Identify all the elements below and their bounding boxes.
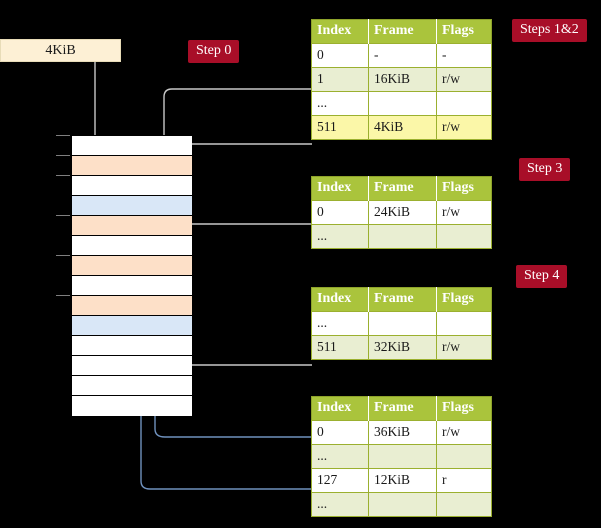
memory-row — [72, 236, 192, 256]
cell-frame: 24KiB — [368, 200, 437, 225]
cell-index: ... — [311, 224, 369, 249]
cell-flags: - — [436, 43, 492, 68]
memory-row — [72, 276, 192, 296]
table-row[interactable]: ... — [311, 492, 492, 517]
column-header-flags: Flags — [436, 396, 492, 421]
memory-row-tick — [56, 255, 70, 256]
cell-flags: r — [436, 468, 492, 493]
cell-flags — [436, 224, 492, 249]
cell-flags: r/w — [436, 200, 492, 225]
cell-index: 511 — [311, 115, 369, 140]
cell-index: 0 — [311, 420, 369, 445]
cell-index: 127 — [311, 468, 369, 493]
column-header-index: Index — [311, 176, 369, 201]
memory-row — [72, 316, 192, 336]
frame-box-label: 4KiB — [45, 42, 76, 58]
cell-flags — [436, 311, 492, 336]
cell-frame — [368, 311, 437, 336]
column-header-flags: Flags — [436, 176, 492, 201]
cell-frame: 36KiB — [368, 420, 437, 445]
column-header-flags: Flags — [436, 19, 492, 44]
column-header-frame: Frame — [368, 287, 437, 312]
column-header-index: Index — [311, 396, 369, 421]
memory-row — [72, 396, 192, 416]
badge-step-0: Step 0 — [188, 40, 240, 63]
table-row[interactable]: ... — [311, 311, 492, 336]
cell-flags — [436, 444, 492, 469]
memory-row-tick — [56, 215, 70, 216]
memory-row — [72, 216, 192, 236]
cell-index: 511 — [311, 335, 369, 360]
cell-frame: - — [368, 43, 437, 68]
cell-index: 0 — [311, 43, 369, 68]
physical-memory-column — [71, 135, 192, 416]
cell-flags — [436, 492, 492, 517]
cell-frame — [368, 444, 437, 469]
cell-index: ... — [311, 444, 369, 469]
cell-index: ... — [311, 91, 369, 116]
table-row[interactable]: 0-- — [311, 43, 492, 68]
cell-frame: 16KiB — [368, 67, 437, 92]
table-row[interactable]: ... — [311, 444, 492, 469]
memory-row — [72, 156, 192, 176]
cell-frame — [368, 492, 437, 517]
memory-row — [72, 356, 192, 376]
cell-flags: r/w — [436, 115, 492, 140]
cell-index: 1 — [311, 67, 369, 92]
cell-index: ... — [311, 311, 369, 336]
column-header-frame: Frame — [368, 19, 437, 44]
column-header-frame: Frame — [368, 176, 437, 201]
table-row[interactable]: ... — [311, 224, 492, 249]
table-row[interactable]: ... — [311, 91, 492, 116]
cell-frame: 4KiB — [368, 115, 437, 140]
badge-steps-1-2: Steps 1&2 — [512, 19, 587, 42]
cell-frame — [368, 91, 437, 116]
column-header-index: Index — [311, 287, 369, 312]
memory-row — [72, 136, 192, 156]
cell-frame: 12KiB — [368, 468, 437, 493]
cell-frame: 32KiB — [368, 335, 437, 360]
column-header-frame: Frame — [368, 396, 437, 421]
memory-row-tick — [56, 295, 70, 296]
memory-row — [72, 196, 192, 216]
frame-box-4kib: 4KiB — [0, 39, 121, 62]
cell-index: ... — [311, 492, 369, 517]
memory-row — [72, 376, 192, 396]
cell-flags: r/w — [436, 67, 492, 92]
cell-flags: r/w — [436, 420, 492, 445]
memory-row-tick — [56, 135, 70, 136]
column-header-index: Index — [311, 19, 369, 44]
memory-row — [72, 336, 192, 356]
memory-row-tick — [56, 155, 70, 156]
memory-row — [72, 176, 192, 196]
memory-row-tick — [56, 175, 70, 176]
cell-index: 0 — [311, 200, 369, 225]
memory-row — [72, 256, 192, 276]
memory-row — [72, 296, 192, 316]
badge-step-4: Step 4 — [516, 265, 568, 288]
cell-flags: r/w — [436, 335, 492, 360]
column-header-flags: Flags — [436, 287, 492, 312]
cell-flags — [436, 91, 492, 116]
badge-step-3: Step 3 — [519, 158, 571, 181]
cell-frame — [368, 224, 437, 249]
